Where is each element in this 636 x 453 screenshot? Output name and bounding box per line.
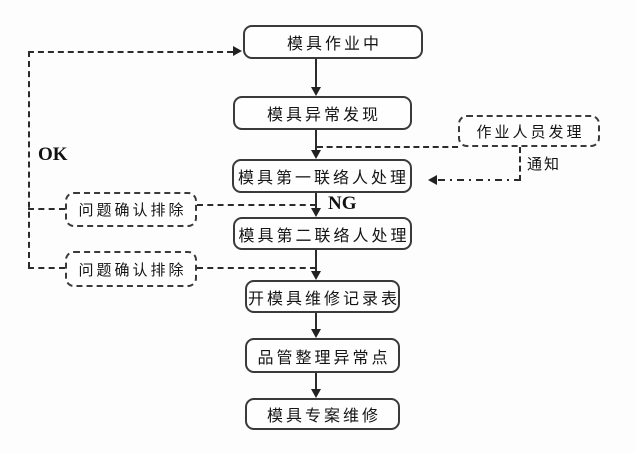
node-second-contact-handle: 模具第二联络人处理 <box>233 217 412 250</box>
label-ng: NG <box>328 193 357 214</box>
edge-confirm1-to-ng-arrow <box>197 204 316 206</box>
edge-branch-to-operator <box>317 146 458 148</box>
node-problem-confirm-2: 问题确认排除 <box>65 251 197 287</box>
node-problem-confirm-1: 问题确认排除 <box>65 192 197 227</box>
node-abnormal-found: 模具异常发现 <box>233 96 412 130</box>
node-first-contact-handle: 模具第一联络人处理 <box>232 159 412 193</box>
label-ok: OK <box>38 144 68 165</box>
label-notify: 通知 <box>527 155 562 173</box>
node-operator-handle: 作业人员发理 <box>458 115 600 147</box>
node-repair-record-form: 开模具维修记录表 <box>245 280 400 313</box>
edge-confirm2-to-flow <box>197 267 316 269</box>
node-qc-collect-abnormal: 品管整理异常点 <box>245 338 400 373</box>
node-mold-working: 模具作业中 <box>243 25 423 59</box>
node-special-repair: 模具专案维修 <box>245 398 400 430</box>
